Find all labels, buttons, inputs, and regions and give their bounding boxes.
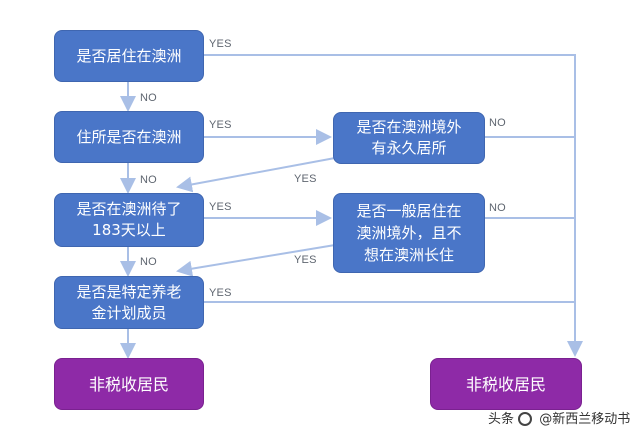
- node-r2: 是否一般居住在 澳洲境外，且不 想在澳洲长住: [333, 193, 485, 273]
- label-r2-no: NO: [489, 202, 506, 214]
- wechat-icon: [518, 412, 533, 426]
- label-r2-yes: YES: [294, 254, 317, 266]
- arrow-r1-yes: [176, 157, 336, 193]
- label-q4-yes: YES: [209, 287, 232, 299]
- label-r1-no: NO: [489, 117, 506, 129]
- label-q3-yes: YES: [209, 201, 232, 213]
- node-r1: 是否在澳洲境外 有永久居所: [333, 112, 485, 164]
- label-q3-no: NO: [140, 256, 157, 268]
- node-q3: 是否在澳洲待了 183天以上: [54, 193, 204, 247]
- arrow-q1-yes: [204, 54, 583, 357]
- label-q2-no: NO: [140, 174, 157, 186]
- result-right: 非税收居民: [430, 358, 582, 410]
- node-q2: 住所是否在澳洲: [54, 111, 204, 163]
- arrow-r2-yes: [176, 244, 336, 277]
- node-q1: 是否居住在澳洲: [54, 30, 204, 82]
- label-q1-no: NO: [140, 92, 157, 104]
- watermark: 头条 @新西兰移动书: [488, 408, 630, 427]
- label-r1-yes: YES: [294, 173, 317, 185]
- watermark-prefix: 头条: [488, 412, 515, 427]
- watermark-handle: @新西兰移动书: [539, 412, 631, 427]
- label-q1-yes: YES: [209, 38, 232, 50]
- node-q4: 是否是特定养老 金计划成员: [54, 276, 204, 329]
- result-left: 非税收居民: [54, 358, 204, 410]
- label-q2-yes: YES: [209, 119, 232, 131]
